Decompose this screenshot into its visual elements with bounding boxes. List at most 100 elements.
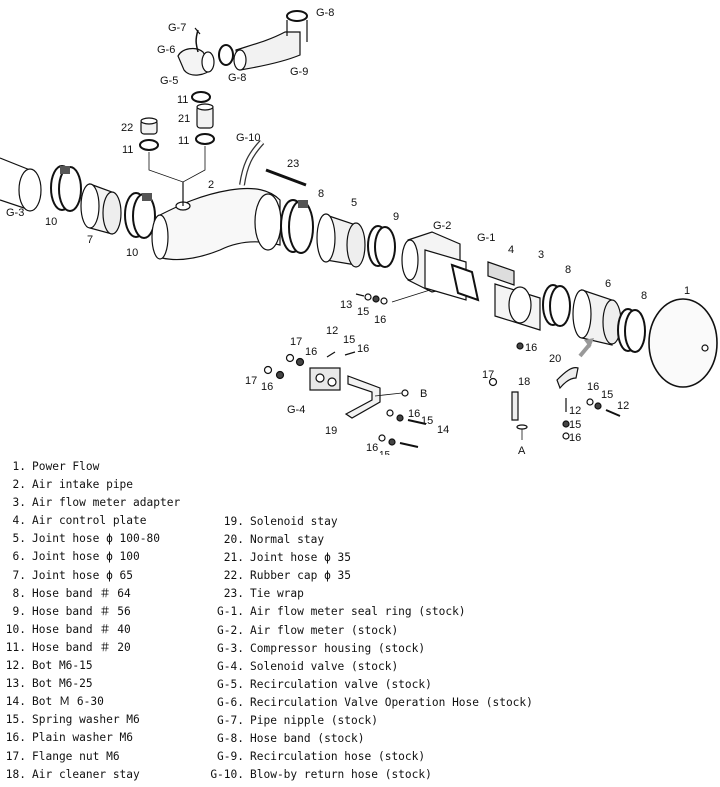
legend-item-number: 15. (5, 713, 26, 727)
legend-item-text: Air control plate (32, 514, 147, 528)
callout-14-a: 14 (437, 424, 449, 436)
legend-item-text: Spring washer M6 (32, 713, 140, 727)
legend-item-text: Joint hose ϕ 65 (32, 568, 134, 582)
legend-item-number: 21. (223, 551, 244, 565)
callout-9: 9 (393, 211, 399, 223)
label-b: B (420, 388, 427, 400)
legend-left-item: 16.Plain washer M6 (2, 729, 180, 747)
legend-item-number: 19. (223, 515, 244, 528)
hose-band-8-c (617, 308, 646, 353)
legend-left-item: 1.Power Flow (2, 458, 180, 476)
callout-10-b: 10 (126, 247, 138, 259)
callout-11-b: 11 (122, 144, 133, 156)
air-intake-pipe-2 (151, 182, 282, 261)
legend-left-item: 14. Bot Ｍ 6-30 (2, 693, 180, 711)
callout-20: 20 (549, 353, 561, 365)
legend-right-item: G-1. Air flow meter seal ring (stock) (200, 603, 533, 621)
legend-item-number: 1. (12, 460, 26, 473)
legend-item-number: 22. (223, 569, 244, 583)
callout-4: 4 (508, 244, 514, 256)
legend-item-number: G-1. (217, 605, 244, 619)
legend-item-number: 7. (12, 568, 26, 582)
callout-g6: G-6 (157, 44, 175, 56)
legend-item-text: Solenoid stay (250, 515, 338, 528)
legend-right-item: G-6.Recirculation Valve Operation Hose (… (200, 694, 533, 712)
exploded-parts-diagram: G-7 G-8 G-6 G-5 G-8 G-9 11 21 22 11 11 G… (0, 7, 718, 455)
callout-5: 5 (351, 197, 357, 209)
legend-item-text: Air flow meter seal ring (stock) (250, 605, 466, 619)
legend-item-text: Hose band ＃ 40 (32, 622, 131, 636)
air-control-plate-4 (487, 261, 515, 286)
legend-item-number: G-10. (210, 768, 244, 782)
legend-right-item: 21.Joint hose ϕ 35 (200, 549, 533, 567)
legend-left-item: 17.Flange nut M6 (2, 748, 180, 766)
callout-11-c: 11 (178, 135, 189, 147)
legend-right-item: G-10. Blow-by return hose (stock) (200, 766, 533, 784)
solenoid-stay-19 (344, 375, 427, 448)
legend-item-number: G-8. (217, 732, 244, 746)
legend-right-item: 20.Normal stay (200, 531, 533, 549)
callout-15-b: 15 (343, 334, 355, 346)
joint-hose-5 (316, 213, 366, 268)
callout-21: 21 (178, 113, 190, 125)
callout-3: 3 (538, 249, 544, 261)
legend-item-text: Blow-by return hose (stock) (250, 768, 432, 782)
legend-item-number: 14. (5, 695, 26, 709)
legend-item-number: 18. (5, 767, 26, 781)
callout-12-a: 12 (326, 325, 338, 337)
callout-17-b: 17 (245, 375, 257, 387)
callout-12-c: 12 (569, 405, 581, 417)
joint-hose-6 (572, 289, 622, 346)
hose-band-10-right (124, 192, 156, 239)
legend-item-text: Rubber cap ϕ 35 (250, 569, 352, 583)
callout-g9: G-9 (290, 66, 308, 78)
hardware-12-15-16-right (562, 398, 621, 440)
legend-left-item: 15. Spring washer M6 (2, 711, 180, 729)
callout-8-c: 8 (641, 290, 647, 302)
legend-item-text: Recirculation hose (stock) (250, 750, 426, 764)
callout-6: 6 (605, 278, 611, 290)
callout-g10: G-10 (236, 132, 260, 144)
legend-right-item: G-9.Recirculation hose (stock) (200, 748, 533, 766)
callout-15-a: 15 (357, 306, 369, 318)
legend-left-item: 8.Hose band ＃ 64 (2, 585, 180, 603)
callout-22: 22 (121, 122, 133, 134)
legend-item-text: Pipe nipple (stock) (250, 714, 378, 728)
legend-item-text: Bot Ｍ 6-30 (32, 695, 104, 709)
legend-item-text: Hose band ＃ 20 (32, 640, 131, 654)
legend-item-number: G-2. (217, 623, 244, 637)
callout-g4: G-4 (287, 404, 305, 416)
legend-left-item: 2.Air intake pipe (2, 476, 180, 494)
legend-item-number: 8. (12, 586, 26, 600)
legend-left-item: 9.Hose band ＃ 56 (2, 603, 180, 621)
callout-8-a: 8 (318, 188, 324, 200)
legend-left-item: 5.Joint hose ϕ 100-80 (2, 530, 180, 548)
callout-g2: G-2 (433, 220, 451, 232)
callout-7: 7 (87, 234, 93, 246)
normal-stay-20 (556, 338, 594, 390)
compressor-housing-g3 (0, 157, 42, 212)
legend-item-number: 12. (5, 659, 26, 673)
legend-right-item: G-5.Recirculation valve (stock) (200, 676, 533, 694)
legend-item-number: G-4. (217, 659, 244, 673)
legend-item-text: Air cleaner stay (32, 767, 140, 781)
callout-10-a: 10 (45, 216, 57, 228)
legend-item-text: Compressor housing (stock) (250, 641, 426, 655)
solenoid-valve-g4 (263, 351, 356, 391)
legend-item-text: Air flow meter adapter (32, 496, 181, 510)
legend-item-text: Solenoid valve (stock) (250, 659, 399, 673)
legend-right-item: G-3.Compressor housing (stock) (200, 640, 533, 658)
legend-item-text: Bot M6-25 (32, 677, 93, 691)
legend-item-number: 10. (5, 622, 26, 636)
callout-g1: G-1 (477, 232, 495, 244)
callout-16-b: 16 (525, 342, 537, 354)
callout-16-f: 16 (408, 408, 420, 420)
legend-item-text: Flange nut M6 (32, 749, 120, 763)
hose-bands-11-group (139, 91, 215, 183)
legend-item-text: Plain washer M6 (32, 731, 134, 745)
legend-item-number: 11. (5, 640, 26, 654)
blow-by-hose-g10 (239, 139, 307, 187)
legend-left-item: 7. Joint hose ϕ 65 (2, 567, 180, 585)
callout-18: 18 (518, 376, 530, 388)
